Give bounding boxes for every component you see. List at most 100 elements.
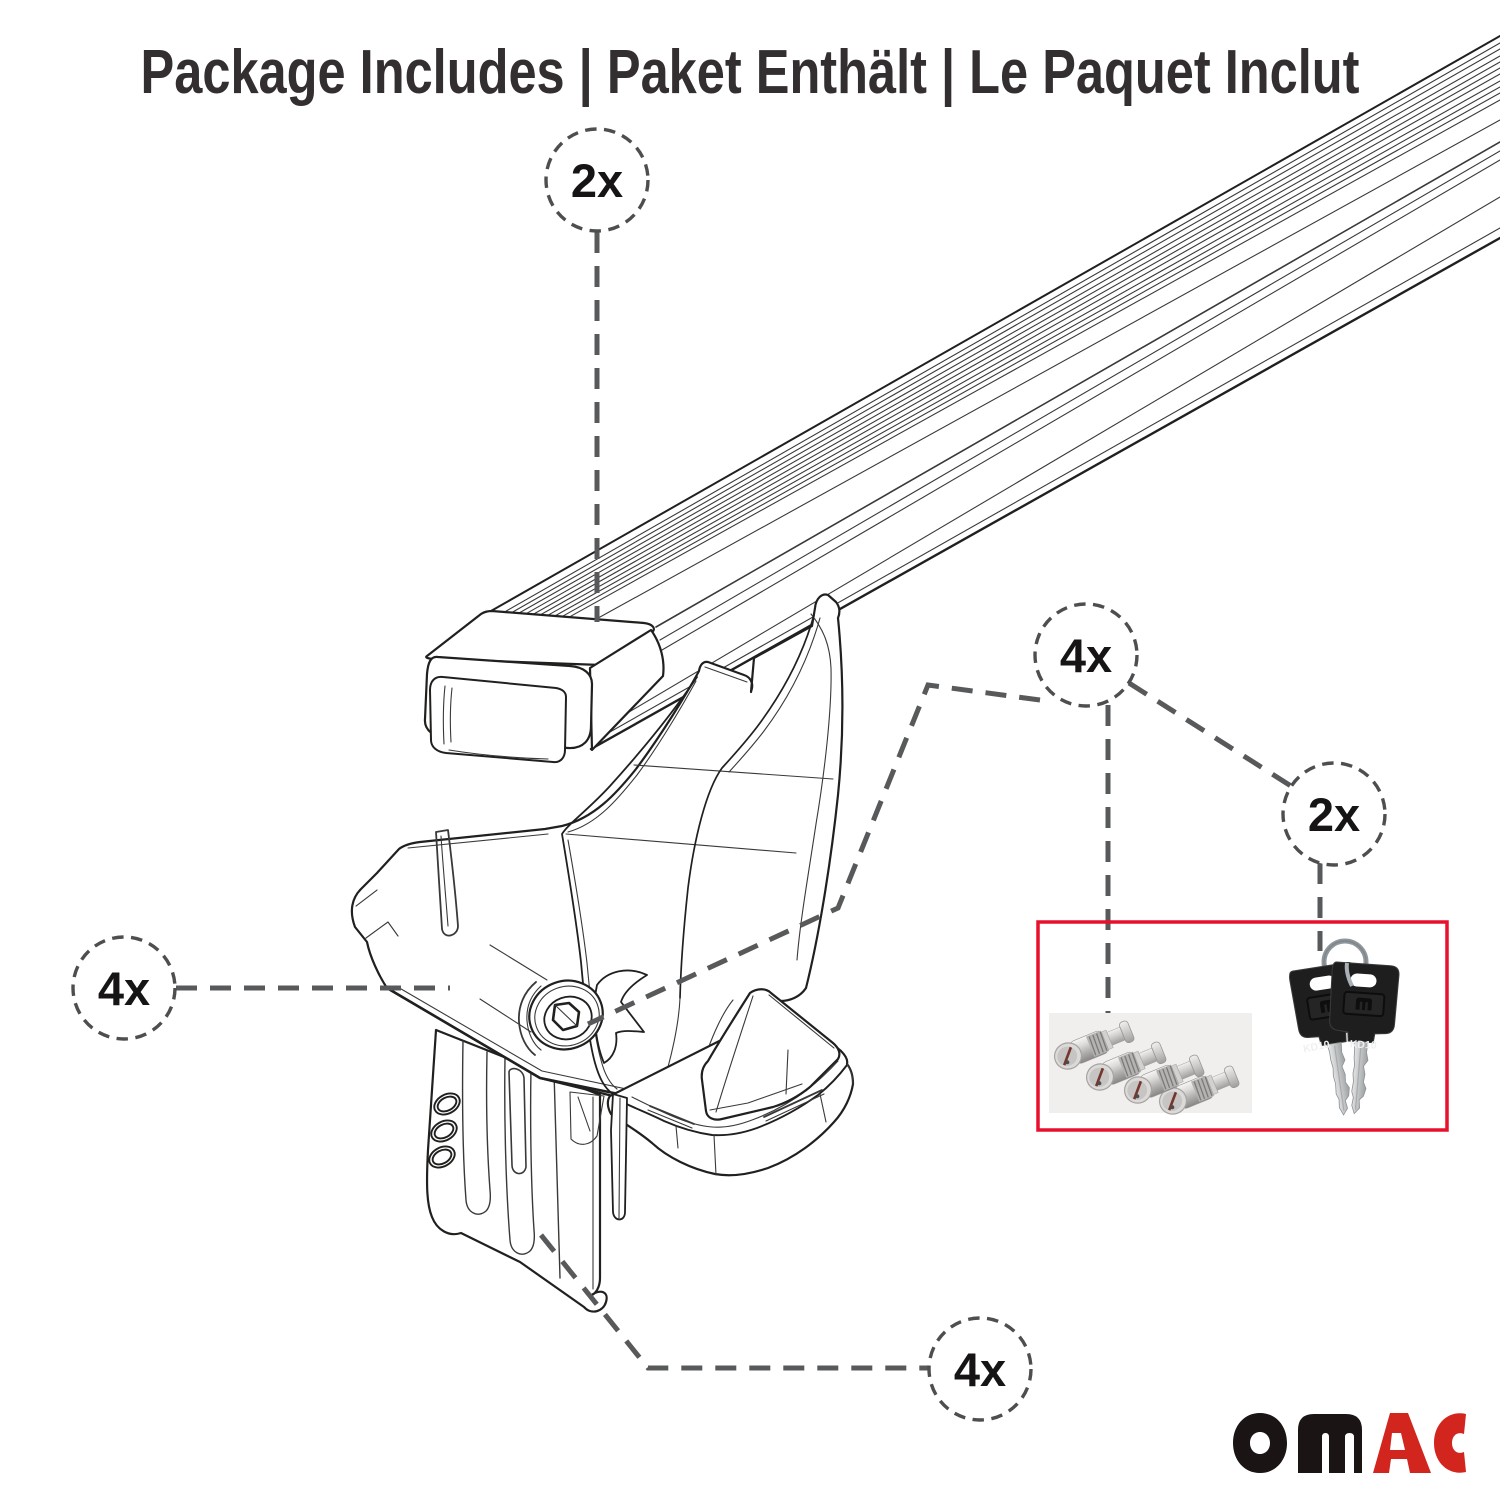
- drawing-path: [461, 1040, 492, 1215]
- ellipse-detail: [428, 1145, 456, 1169]
- drawing-path: [553, 1071, 561, 1279]
- foot-tower-drawing: [350, 593, 844, 1103]
- clamp-leg-drawing: [610, 1093, 628, 1221]
- detail-line: [655, 141, 1500, 628]
- leader-bracket: [539, 1233, 929, 1371]
- contour-line: [543, 995, 593, 1041]
- contour-line: [589, 236, 1500, 751]
- detail-line: [675, 1125, 679, 1149]
- hardware-box: KD10 KD10: [1036, 920, 1449, 1132]
- drawing-path: [1344, 962, 1354, 987]
- callout-circle: [1033, 602, 1139, 708]
- detail-line: [565, 833, 797, 854]
- detail-line: [763, 1089, 823, 1118]
- detail-line: [819, 1093, 827, 1123]
- detail-line: [569, 1091, 605, 1145]
- lock-cylinders-photo: [1049, 1013, 1252, 1120]
- detail-line: [442, 685, 446, 745]
- end-cap-drawing: [423, 609, 665, 764]
- detail-line: [365, 921, 399, 939]
- ellipse-detail: [436, 1095, 458, 1113]
- detail-line: [704, 666, 748, 683]
- detail-line: [435, 829, 459, 937]
- detail-line: [715, 995, 754, 1113]
- surface-shape: [700, 988, 841, 1121]
- leader-locks-to-keys: [1127, 680, 1293, 789]
- callout-circle: [927, 1316, 1033, 1422]
- key-left: KD10: [1287, 960, 1380, 1121]
- drawing-path: [504, 1057, 536, 1255]
- drawing-path: [545, 80, 1500, 617]
- detail-line: [518, 981, 537, 1056]
- callout-circle: [71, 935, 177, 1041]
- detail-line: [395, 985, 646, 1094]
- drawing-path: [524, 61, 1500, 615]
- rubber-pad-drawing: [700, 988, 841, 1121]
- drawing-path: [538, 73, 1500, 617]
- drawing-path: [510, 48, 1500, 614]
- detail-line: [440, 835, 449, 927]
- drawing-path: [531, 67, 1500, 616]
- callout-label: 2x: [1308, 788, 1360, 841]
- drawing-path: [559, 92, 1500, 619]
- callout-label: 4x: [1060, 629, 1112, 682]
- key-right: KD10: [1321, 960, 1401, 1118]
- keys-photo: KD10 KD10: [1287, 938, 1401, 1121]
- contour-line: [617, 1064, 848, 1137]
- contour-line: [561, 676, 698, 1095]
- surface-shape: [588, 628, 665, 752]
- detail-line: [508, 1067, 527, 1175]
- ellipse-detail: [433, 1122, 455, 1140]
- callout-locks: 4x: [1033, 602, 1139, 708]
- detail-line: [554, 1004, 578, 1027]
- omac-logo: OMAC: [1233, 1413, 1466, 1473]
- detail-line: [479, 998, 532, 1033]
- contour-line: [385, 986, 650, 1102]
- surface-shape: [425, 1028, 608, 1313]
- detail-line: [567, 680, 697, 833]
- detail-line: [765, 1093, 825, 1122]
- page-title: Package Includes | Paket Enthält | Le Pa…: [140, 38, 1360, 107]
- callouts: 2x 4x 4x 2x 4x: [71, 127, 1387, 1422]
- drawing-path: [1298, 1414, 1362, 1473]
- detail-line: [593, 227, 1500, 742]
- detail-line: [449, 687, 453, 743]
- key-engraving: KD10: [1302, 1039, 1331, 1056]
- detail-line: [448, 749, 549, 760]
- callout-foot: 4x: [71, 935, 177, 1041]
- leader-lines: [176, 232, 1323, 1371]
- callout-circle: [544, 127, 650, 233]
- detail-line: [659, 150, 1500, 641]
- detail-line: [661, 159, 1500, 651]
- callout-circle: [1281, 761, 1387, 867]
- detail-line: [846, 1063, 854, 1085]
- key-engraving: KD10: [1349, 1038, 1377, 1051]
- detail-line: [647, 1109, 693, 1129]
- red-highlight-box: [1036, 920, 1449, 1132]
- detail-line: [785, 1049, 789, 1095]
- detail-line: [709, 1083, 803, 1111]
- contour-line: [490, 35, 1500, 612]
- contour-line: [429, 675, 567, 764]
- drawing-path: [517, 55, 1500, 615]
- detail-line: [577, 1096, 591, 1132]
- callout-bracket: 4x: [927, 1316, 1033, 1422]
- surface-shape: [425, 609, 655, 667]
- surface-shape: [350, 593, 844, 1103]
- detail-line: [407, 833, 549, 849]
- detail-line: [355, 889, 378, 907]
- detail-line: [633, 764, 834, 780]
- crossbar-drawing: [490, 35, 1500, 751]
- leader-locks-to-foot: [586, 682, 1041, 1027]
- drawing-path: [503, 42, 1500, 613]
- clamp-bracket-drawing: [425, 1028, 608, 1313]
- lock-knob-drawing: [518, 969, 648, 1064]
- contour-line: [679, 614, 815, 999]
- drawing-path: [1434, 1413, 1466, 1473]
- ellipse-detail: [430, 1119, 458, 1143]
- detail-line: [601, 196, 1500, 729]
- callout-label: 4x: [954, 1343, 1006, 1396]
- detail-line: [526, 985, 542, 1051]
